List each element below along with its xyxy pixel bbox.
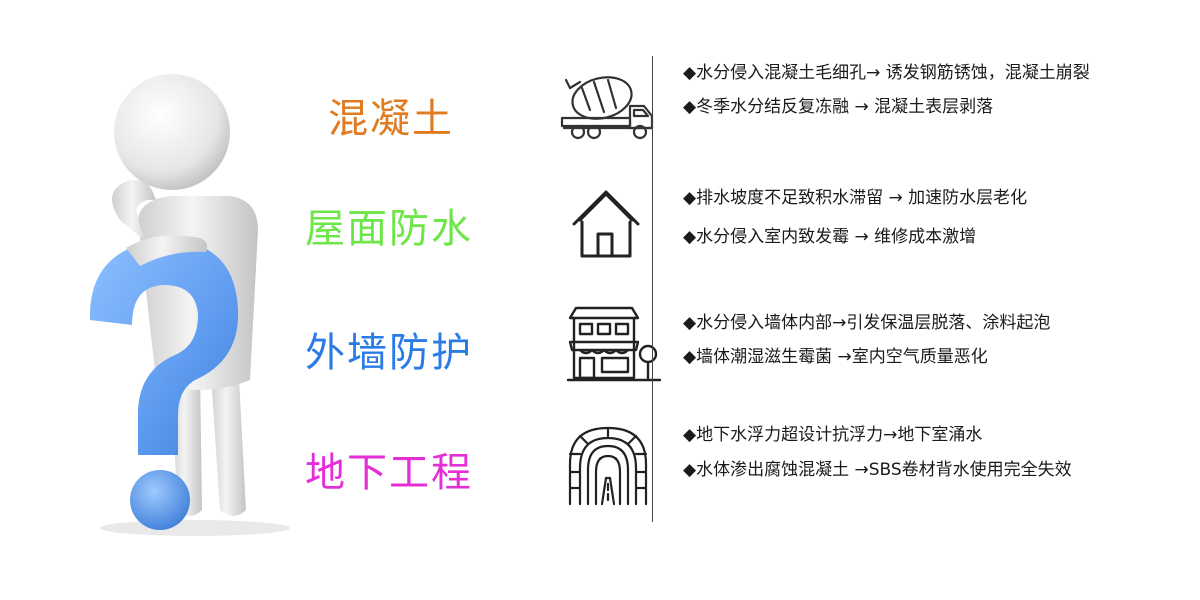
category-title-underground: 地下工程 (305, 450, 473, 496)
thinking-person-question-mark-icon (89, 74, 290, 536)
underground-issue-2: ◆水体渗出腐蚀混凝土 →SBS卷材背水使用完全失效 (683, 460, 1072, 480)
category-title-concrete: 混凝土 (328, 96, 454, 142)
wall-issue-2: ◆墙体潮湿滋生霉菌 →室内空气质量恶化 (683, 347, 988, 367)
underground-issue-1: ◆地下水浮力超设计抗浮力→地下室涌水 (683, 425, 983, 445)
house-icon (572, 190, 640, 258)
concrete-mixer-truck-icon (560, 76, 654, 140)
category-title-exterior-wall: 外墙防护 (305, 330, 473, 376)
roof-issue-1: ◆排水坡度不足致积水滞留 → 加速防水层老化 (683, 188, 1028, 208)
concrete-issue-1: ◆水分侵入混凝土毛细孔→ 诱发钢筋锈蚀，混凝土崩裂 (683, 63, 1090, 83)
wall-issue-1: ◆水分侵入墙体内部→引发保温层脱落、涂料起泡 (683, 313, 1051, 333)
tunnel-icon (568, 426, 648, 506)
building-storefront-icon (566, 306, 662, 382)
concrete-issue-2: ◆冬季水分结反复冻融 → 混凝土表层剥落 (683, 97, 994, 117)
vertical-divider (652, 56, 653, 522)
roof-issue-2: ◆水分侵入室内致发霉 → 维修成本激增 (683, 227, 977, 247)
category-title-roof-waterproofing: 屋面防水 (305, 206, 473, 252)
